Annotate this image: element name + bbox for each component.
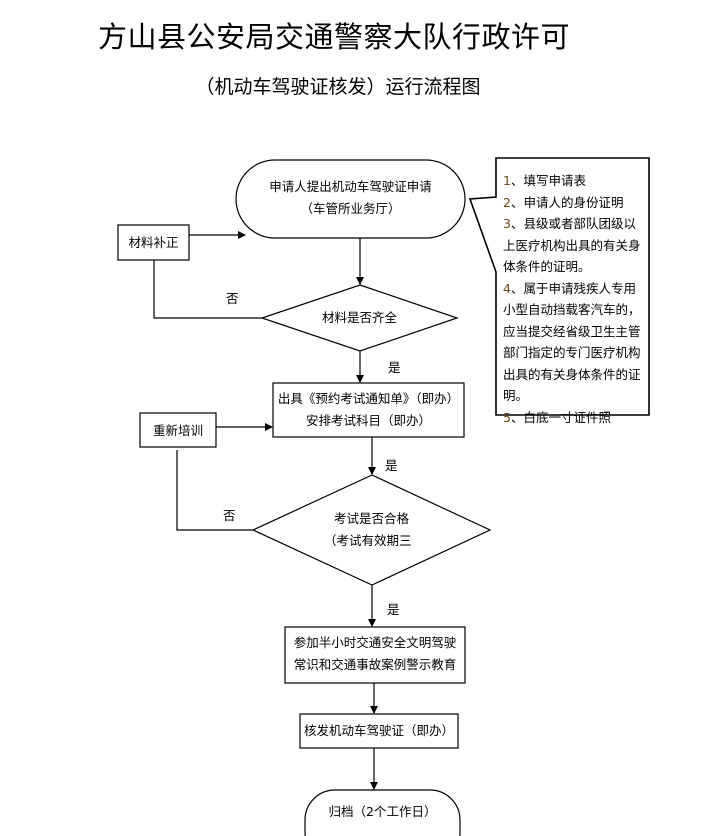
callout-item: 3、县级或者部队团级以上医疗机构出具的有关身体条件的证明。 <box>503 216 641 274</box>
archive-node-shape <box>304 789 461 836</box>
issue-notice-line1: 出具《预约考试通知单》（即办） <box>277 391 460 406</box>
start-node-shape <box>235 159 466 239</box>
decision2-no-label: 否 <box>223 508 236 523</box>
education-node-shape <box>284 626 466 684</box>
education-node: 参加半小时交通安全文明驾驶 常识和交通事故案例警示教育 <box>285 632 465 676</box>
page-title: 方山县公安局交通警察大队行政许可 <box>97 20 570 54</box>
supplement-node: 材料补正 <box>128 235 179 250</box>
requirements-callout: 1、填写申请表 2、申请人的身份证明 3、县级或者部队团级以上医疗机构出具的有关… <box>503 170 647 428</box>
decision2-yes-label: 是 <box>387 602 400 617</box>
start-node: 申请人提出机动车驾驶证申请 （车管所业务厅） <box>236 176 465 220</box>
supplement-node-shape <box>117 224 190 261</box>
decision2-line2: （考试有效期三 <box>324 533 412 548</box>
callout-box-shape <box>468 157 650 416</box>
issue-license-node: 核发机动车驾驶证（即办） <box>303 723 454 738</box>
decision1-node: 材料是否齐全 <box>321 310 397 325</box>
callout-item: 1、填写申请表 <box>503 173 586 188</box>
issue-notice-node: 出具《预约考试通知单》（即办） 安排考试科目（即办） <box>273 388 464 432</box>
archive-node: 归档（2个工作日） <box>328 804 437 819</box>
callout-item: 5、白底一寸证件照 <box>503 409 611 425</box>
issue-notice-line2: 安排考试科目（即办） <box>305 413 431 428</box>
decision2-line1: 考试是否合格 <box>334 511 410 526</box>
page-subtitle: （机动车驾驶证核发）运行流程图 <box>195 76 481 98</box>
retrain-node-shape <box>139 412 217 448</box>
education-line2: 常识和交通事故案例警示教育 <box>293 657 457 672</box>
education-line1: 参加半小时交通安全文明驾驶 <box>293 635 457 650</box>
callout-item: 2、申请人的身份证明 <box>503 194 624 210</box>
line-decision2-no <box>176 450 253 531</box>
start-node-line1: 申请人提出机动车驾驶证申请 <box>269 179 432 194</box>
start-node-line2: （车管所业务厅） <box>300 201 401 216</box>
decision2-incoming-yes-label: 是 <box>385 458 398 473</box>
decision1-no-label: 否 <box>226 291 239 306</box>
retrain-node: 重新培训 <box>152 423 203 438</box>
callout-item: 4、属于申请残疾人专用小型自动挡载客汽车的，应当提交经省级卫生主管部门指定的专门… <box>503 280 641 404</box>
decision2-node: 考试是否合格 （考试有效期三 <box>296 508 446 552</box>
issue-notice-node-shape <box>272 382 465 438</box>
decision1-yes-label: 是 <box>388 360 401 375</box>
issue-license-node-shape <box>299 713 459 749</box>
line-decision1-no <box>153 260 262 319</box>
